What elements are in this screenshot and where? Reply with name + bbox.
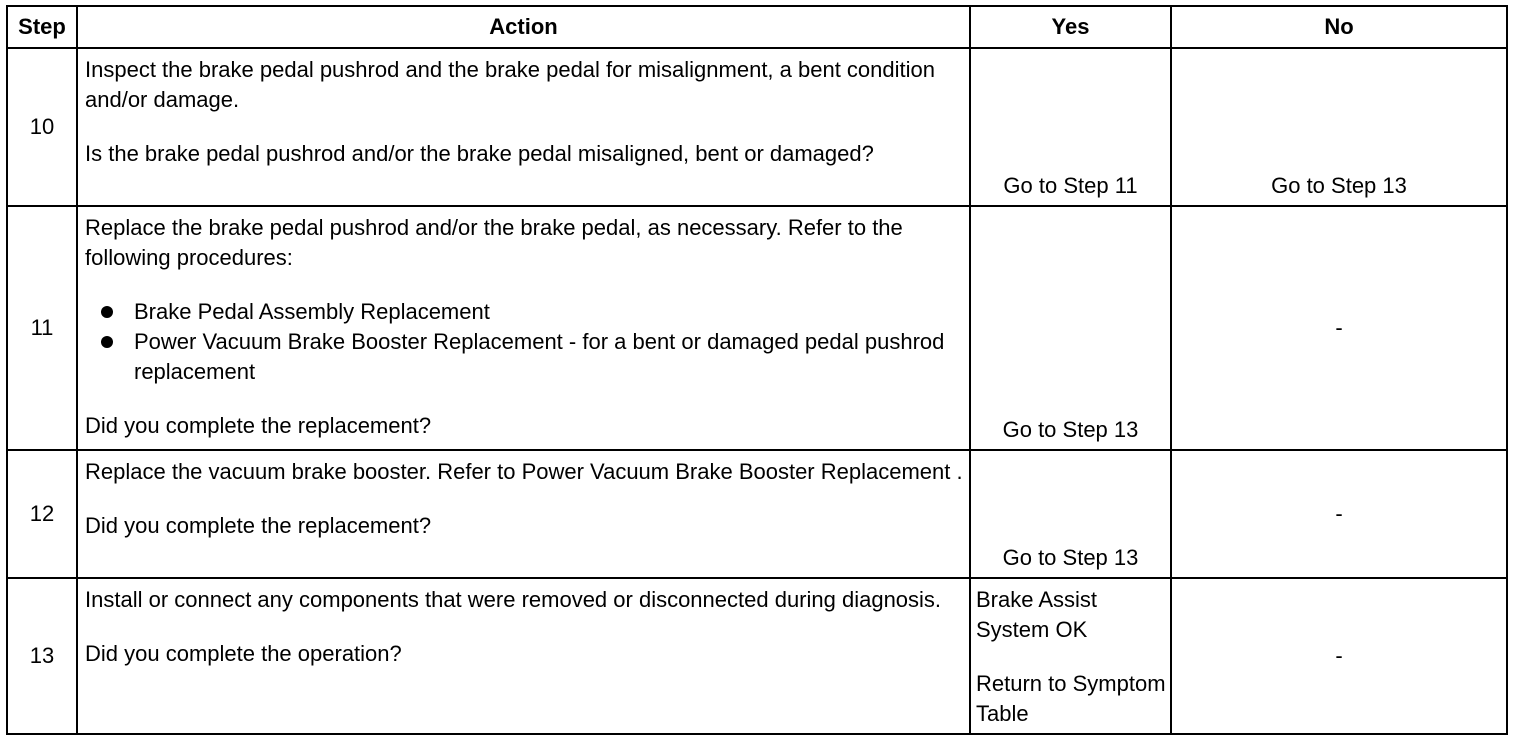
step-number: 12 [6, 449, 78, 579]
spacer [85, 487, 963, 511]
no-cell: - [1170, 577, 1508, 735]
header-step: Step [6, 5, 78, 49]
action-question: Is the brake pedal pushrod and/or the br… [85, 141, 874, 166]
list-item: Power Vacuum Brake Booster Replacement -… [99, 327, 963, 387]
spacer [976, 645, 1166, 669]
yes-cell: Go to Step 13 [969, 205, 1172, 451]
no-cell: Go to Step 13 [1170, 47, 1508, 207]
action-cell: Replace the brake pedal pushrod and/or t… [76, 205, 971, 451]
bullet-icon [101, 336, 113, 348]
action-question: Did you complete the operation? [85, 641, 402, 666]
spacer [85, 615, 963, 639]
bullet-icon [101, 306, 113, 318]
diagnostic-table: Step Action Yes No 10 Inspect the brake … [6, 5, 1508, 735]
table-row: 10 Inspect the brake pedal pushrod and t… [6, 47, 1508, 207]
action-question: Did you complete the replacement? [85, 413, 432, 438]
header-row: Step Action Yes No [6, 5, 1508, 49]
procedure-label: Brake Pedal Assembly Replacement [134, 299, 490, 324]
diagnostic-table-container: Step Action Yes No 10 Inspect the brake … [6, 5, 1508, 735]
yes-cell: Go to Step 11 [969, 47, 1172, 207]
action-cell: Inspect the brake pedal pushrod and the … [76, 47, 971, 207]
yes-result: Brake Assist System OK [976, 587, 1098, 642]
no-cell: - [1170, 205, 1508, 451]
spacer [85, 387, 963, 411]
procedure-list: Brake Pedal Assembly Replacement Power V… [85, 297, 963, 387]
step-number: 13 [6, 577, 78, 735]
procedure-label: Power Vacuum Brake Booster Replacement -… [134, 329, 945, 384]
yes-cell: Brake Assist System OK Return to Symptom… [969, 577, 1172, 735]
table-row: 12 Replace the vacuum brake booster. Ref… [6, 449, 1508, 579]
yes-next-action: Return to Symptom Table [976, 671, 1166, 726]
action-question: Did you complete the replacement? [85, 513, 432, 538]
table-row: 11 Replace the brake pedal pushrod and/o… [6, 205, 1508, 451]
header-yes: Yes [969, 5, 1172, 49]
spacer [85, 273, 963, 297]
action-cell: Install or connect any components that w… [76, 577, 971, 735]
step-number: 10 [6, 47, 78, 207]
header-action: Action [76, 5, 971, 49]
no-cell: - [1170, 449, 1508, 579]
table-row: 13 Install or connect any components tha… [6, 577, 1508, 735]
list-item: Brake Pedal Assembly Replacement [99, 297, 963, 327]
step-number: 11 [6, 205, 78, 451]
header-no: No [1170, 5, 1508, 49]
spacer [85, 115, 963, 139]
yes-cell: Go to Step 13 [969, 449, 1172, 579]
action-instruction: Inspect the brake pedal pushrod and the … [85, 57, 935, 112]
action-instruction: Replace the vacuum brake booster. Refer … [85, 459, 963, 484]
action-instruction: Install or connect any components that w… [85, 587, 942, 612]
action-cell: Replace the vacuum brake booster. Refer … [76, 449, 971, 579]
action-instruction: Replace the brake pedal pushrod and/or t… [85, 215, 903, 270]
